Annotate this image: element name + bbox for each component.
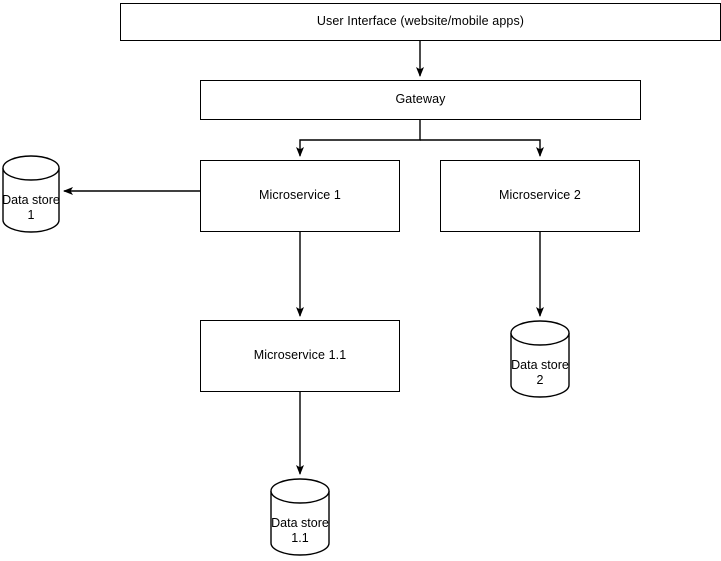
cylinder-icon: [510, 320, 570, 398]
node-microservice-1-label: Microservice 1: [259, 188, 341, 203]
node-user-interface-label: User Interface (website/mobile apps): [316, 14, 525, 29]
node-data-store-1-label: Data store 1: [2, 193, 60, 223]
edge-gateway-to-microservice-2: [420, 139, 544, 157]
node-microservice-1-1-label: Microservice 1.1: [253, 348, 347, 363]
node-gateway[interactable]: Gateway: [200, 80, 641, 120]
cylinder-icon: [270, 478, 330, 556]
node-microservice-1[interactable]: Microservice 1: [200, 160, 400, 232]
node-data-store-1[interactable]: Data store 1: [2, 155, 60, 233]
node-data-store-2[interactable]: Data store 2: [510, 320, 570, 398]
node-user-interface[interactable]: User Interface (website/mobile apps): [120, 3, 721, 41]
cylinder-icon: [2, 155, 60, 233]
node-microservice-2[interactable]: Microservice 2: [440, 160, 640, 232]
edge-gateway-to-microservice-1: [296, 120, 421, 157]
node-data-store-1-1[interactable]: Data store 1.1: [270, 478, 330, 556]
node-microservice-1-1[interactable]: Microservice 1.1: [200, 320, 400, 392]
node-data-store-1-1-label: Data store 1.1: [271, 516, 329, 546]
node-microservice-2-label: Microservice 2: [499, 188, 581, 203]
node-gateway-label: Gateway: [395, 92, 446, 107]
node-data-store-2-label: Data store 2: [511, 358, 569, 388]
